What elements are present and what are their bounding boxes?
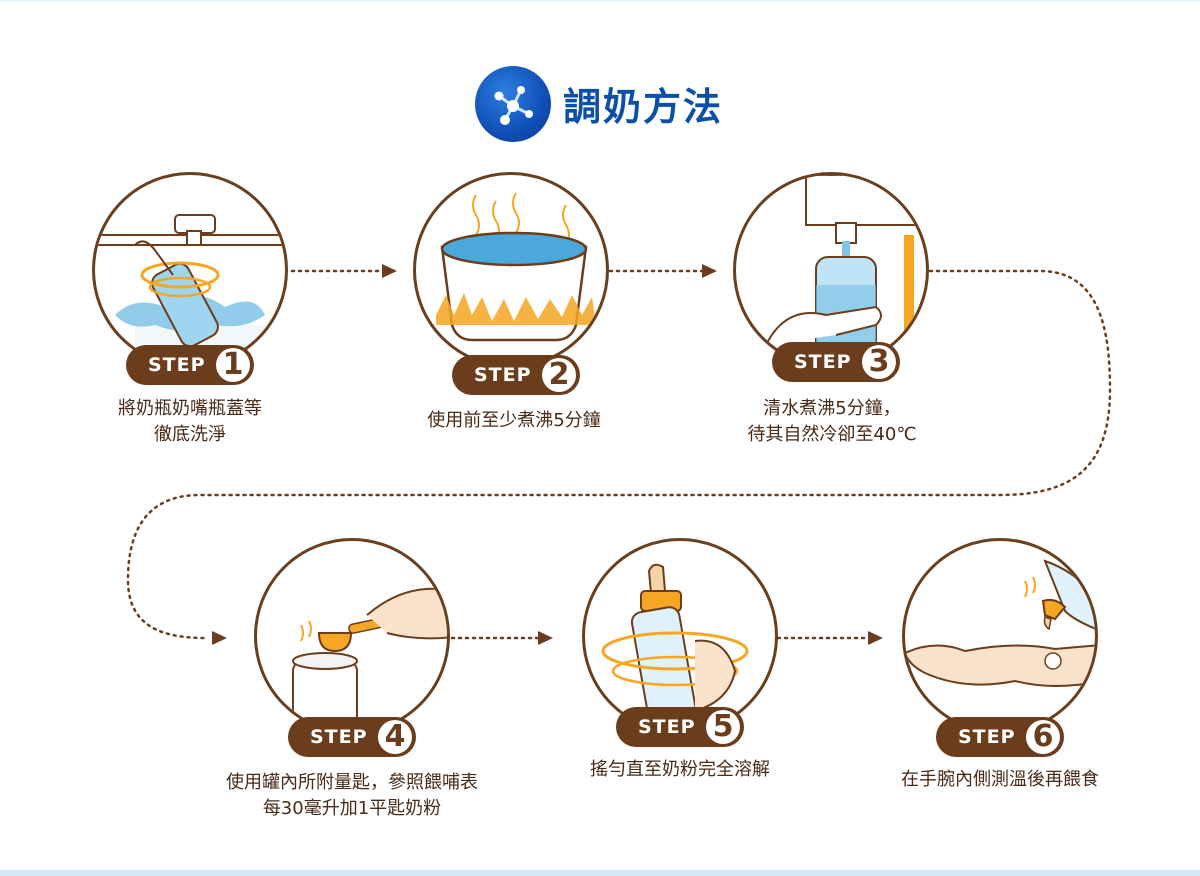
step-5-description: 搖勻直至奶粉完全溶解	[556, 757, 804, 783]
step-2-badge: STEP 2	[452, 355, 580, 395]
pour-water-icon	[736, 175, 929, 368]
wrist-test-icon	[905, 541, 1098, 734]
step-6-description: 在手腕內側測溫後再餵食	[870, 767, 1130, 793]
bottom-border	[0, 870, 1200, 876]
step-5-illustration	[582, 538, 778, 734]
faucet-wash-icon	[95, 175, 288, 368]
arrow-icon	[212, 631, 227, 645]
step-4-description: 使用罐內所附量匙，參照餵哺表 每30毫升加1平匙奶粉	[196, 770, 508, 822]
step-6-illustration	[902, 538, 1098, 734]
arrow-icon	[538, 631, 553, 645]
step-4-illustration	[254, 538, 450, 734]
boiling-pot-icon	[416, 175, 609, 368]
step-2-illustration	[413, 172, 609, 368]
step-1-illustration	[92, 172, 288, 368]
step-1-description: 將奶瓶奶嘴瓶蓋等 徹底洗淨	[90, 396, 290, 448]
step-2-description: 使用前至少煮沸5分鐘	[400, 408, 628, 434]
step-4-badge: STEP 4	[288, 717, 416, 757]
arrow-icon	[702, 264, 717, 278]
step-3-illustration	[733, 172, 929, 368]
arrow-icon	[382, 264, 397, 278]
arrow-icon	[868, 631, 883, 645]
step-3-badge: STEP 3	[772, 342, 900, 382]
step-1-badge: STEP 1	[126, 345, 254, 385]
step-3-description: 清水煮沸5分鐘， 待其自然冷卻至40℃	[730, 396, 934, 448]
step-6-badge: STEP 6	[936, 717, 1064, 757]
shake-bottle-icon	[585, 541, 778, 734]
step-5-badge: STEP 5	[616, 707, 744, 747]
scoop-powder-icon	[257, 541, 450, 734]
